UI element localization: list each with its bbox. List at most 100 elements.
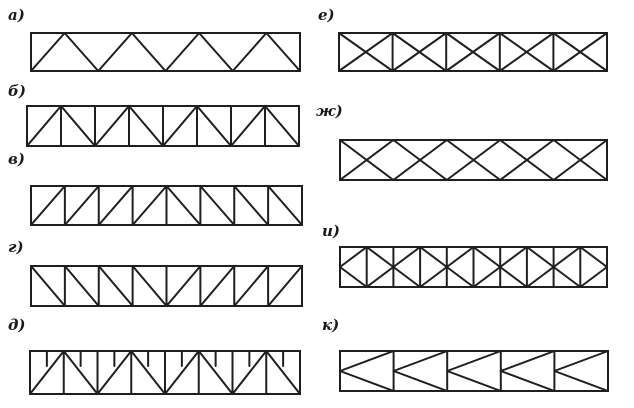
diagonal-member [128,105,164,147]
diagonal-member [231,350,268,395]
truss-triangular [30,32,301,72]
cross-diagonal [445,139,502,181]
diagonal-member [131,185,168,226]
truss-diagonal-reversed [30,265,303,307]
diagonal-member [63,185,100,226]
k-diagonal [499,350,556,372]
diagonal-member [199,185,236,226]
diagonal-member [97,185,134,226]
diagonal-member [165,265,202,307]
diagonal-member [199,265,236,307]
diagonal-member [97,32,133,72]
truss-k-type [339,350,609,392]
rhombus-edge [445,246,475,268]
label-a: а) [8,6,25,24]
rhombus-edge [472,246,502,268]
cross-diagonal [552,139,608,181]
rhombus-edge [499,266,528,288]
truss-chords [339,139,608,181]
diagonal-member [130,32,167,72]
truss-chords [338,32,608,72]
diagonal-member [164,350,200,395]
cross-diagonal [499,139,555,181]
diagonal-member [96,350,133,395]
diagonal-member [165,185,202,226]
rhombus-edge [525,246,555,268]
k-diagonal [392,370,449,392]
diagonal-member [62,350,99,395]
k-diagonal [499,370,556,392]
rhombus-edge [525,266,555,288]
label-e: е) [318,6,335,24]
diagonal-member [26,105,62,147]
diagonal-member [267,265,303,307]
label-b: б) [8,82,26,100]
diagonal-member [197,350,234,395]
truss-diagonal [30,185,303,226]
diagonal-member [60,105,96,147]
rhombus-edge [552,246,582,268]
rhombus-edge [339,266,368,288]
k-diagonal [553,370,609,392]
diagonal-member [97,265,134,307]
truss-chords [30,32,301,72]
diagonal-member [233,265,270,307]
rhombus-edge [419,246,448,268]
rhombus-edge [472,266,502,288]
diagonal-member [63,32,100,72]
rhombus-edge [365,266,395,288]
label-zh: ж) [316,102,343,120]
rhombus-edge [499,246,528,268]
diagonal-member [265,350,301,395]
diagonal-member [63,265,100,307]
label-d: д) [8,316,26,334]
diagonal-member [130,350,166,395]
diagonal-member [94,105,130,147]
truss-rhombic-with-verticals [339,246,608,288]
diagonal-member [164,32,201,72]
rhombus-edge [365,246,395,268]
label-v: в) [8,150,25,168]
diagonal-member [196,105,232,147]
cross-diagonal [391,32,448,72]
cross-diagonal [392,139,448,181]
label-g: г) [8,238,24,256]
truss-triangular-with-subpanels [29,350,301,395]
diagonal-member [162,105,198,147]
diagonal-member [264,105,300,147]
cross-diagonal [338,32,394,72]
k-diagonal [446,370,502,392]
label-k: к) [322,316,340,334]
cross-diagonal [339,139,395,181]
rhombus-edge [552,266,582,288]
k-diagonal [392,350,449,372]
rhombus-edge [579,246,608,268]
diagonal-member [29,350,65,395]
diagonal-member [30,265,66,307]
cross-diagonal [498,32,555,72]
rhombus-edge [392,246,422,268]
k-diagonal [446,350,502,372]
diagonal-member [30,185,66,226]
k-diagonal [339,350,395,372]
truss-triangular-with-verticals [26,105,300,147]
diagonal-member [198,32,234,72]
rhombus-edge [419,266,448,288]
rhombus-edge [445,266,475,288]
diagonal-member [233,185,270,226]
diagonal-member [267,185,303,226]
cross-diagonal [552,32,608,72]
truss-cross-braced [338,32,608,72]
rhombus-edge [579,266,608,288]
diagonal-member [231,32,268,72]
rhombus-edge [339,246,368,268]
diagonal-member [230,105,266,147]
label-i: и) [322,222,341,240]
k-diagonal [339,370,395,392]
cross-diagonal [445,32,501,72]
k-diagonal [553,350,609,372]
rhombus-edge [392,266,422,288]
diagonal-member [265,32,301,72]
